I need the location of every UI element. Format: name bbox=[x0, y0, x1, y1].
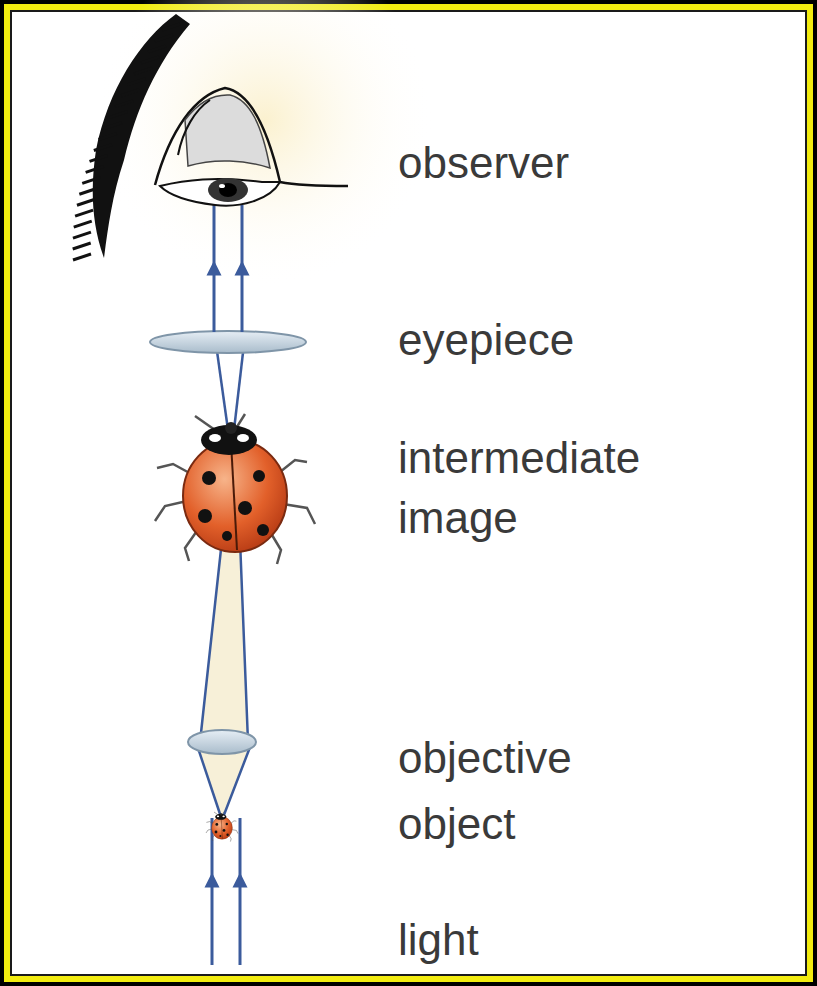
brow-hair bbox=[141, 57, 159, 63]
brow-hair bbox=[86, 166, 104, 172]
brow-hair bbox=[74, 221, 92, 227]
brow-hair bbox=[73, 232, 91, 238]
brow-hair bbox=[75, 210, 93, 216]
brow-hair bbox=[121, 90, 139, 96]
brow-hair bbox=[134, 68, 152, 74]
brow-hair bbox=[99, 134, 117, 140]
brow-hair bbox=[115, 101, 133, 107]
brow-hair bbox=[128, 79, 146, 85]
brow-hair bbox=[155, 35, 173, 41]
part-label: intermediate image bbox=[398, 428, 728, 548]
part-label: light bbox=[398, 910, 728, 970]
part-label: objective bbox=[398, 728, 728, 788]
brow-hair bbox=[79, 188, 97, 194]
brow-hair bbox=[109, 112, 127, 118]
brow-hair bbox=[73, 254, 91, 260]
brow-hair bbox=[162, 24, 180, 30]
brow-hair bbox=[104, 123, 122, 129]
brow-hair bbox=[148, 46, 166, 52]
part-label: object bbox=[398, 794, 728, 854]
brow-hair bbox=[90, 155, 108, 161]
brow-hair bbox=[73, 243, 91, 249]
part-label: observer bbox=[398, 133, 728, 193]
brow-hair bbox=[77, 199, 95, 205]
part-label: eyepiece bbox=[398, 310, 728, 370]
brow-hair bbox=[82, 177, 100, 183]
brow-hair bbox=[94, 144, 112, 150]
